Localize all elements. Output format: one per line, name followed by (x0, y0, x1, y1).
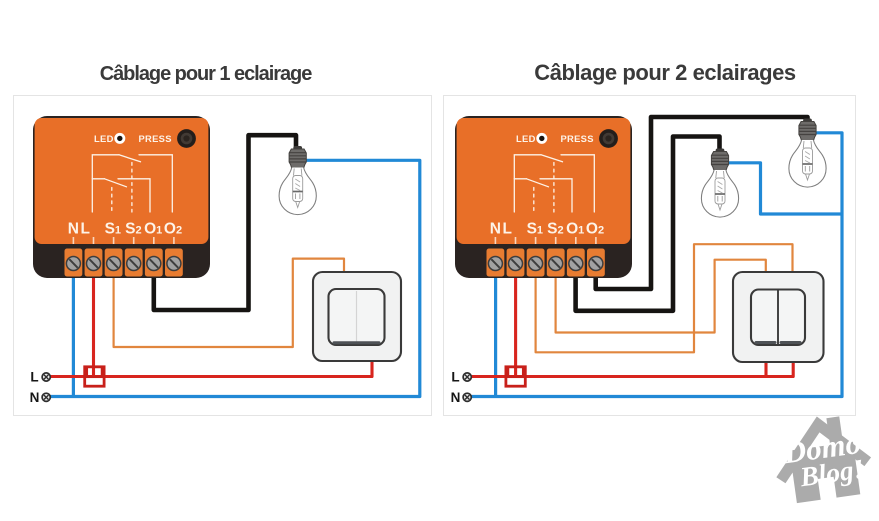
svg-text:NL: NL (68, 221, 92, 238)
svg-text:LED: LED (94, 133, 114, 144)
svg-text:S1: S1 (527, 221, 543, 238)
svg-text:S1: S1 (105, 221, 121, 238)
svg-text:PRESS: PRESS (561, 133, 594, 144)
svg-text:N: N (30, 390, 40, 405)
svg-text:N: N (451, 390, 461, 405)
svg-text:LED: LED (516, 133, 536, 144)
svg-text:S2: S2 (125, 221, 141, 238)
svg-text:O1: O1 (144, 221, 162, 238)
svg-text:S2: S2 (547, 221, 563, 238)
svg-text:Câblage pour 2 eclairages: Câblage pour 2 eclairages (534, 60, 796, 85)
svg-text:O2: O2 (164, 221, 182, 238)
svg-text:PRESS: PRESS (139, 133, 172, 144)
svg-text:NL: NL (490, 221, 514, 238)
svg-text:O1: O1 (566, 221, 584, 238)
svg-text:L: L (30, 369, 38, 384)
svg-text:L: L (451, 369, 459, 384)
svg-text:O2: O2 (586, 221, 604, 238)
svg-text:Câblage pour 1 eclairage: Câblage pour 1 eclairage (100, 63, 312, 85)
